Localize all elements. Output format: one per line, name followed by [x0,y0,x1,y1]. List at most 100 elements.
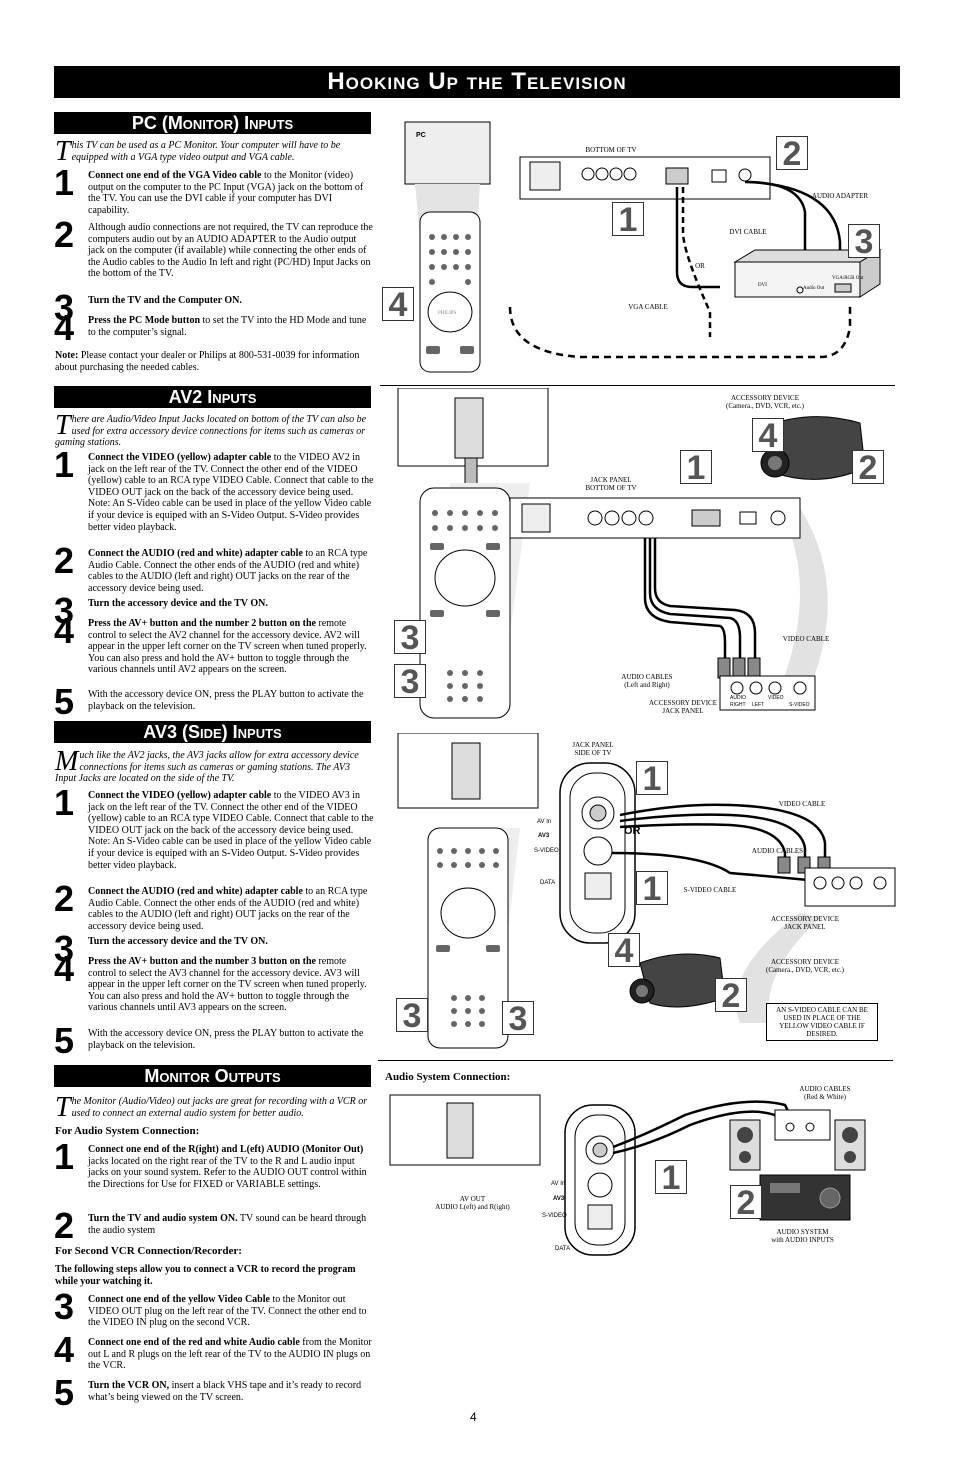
pc-intro-dropcap: T [55,136,71,167]
av2-audio-cables-label: AUDIO CABLES(Left and Right) [612,673,682,689]
step-body: Although audio connections are not requi… [88,222,373,280]
step-bold: Turn the accessory device and the TV ON. [88,598,268,609]
av2-diagram-step-1: 1 [680,450,712,485]
av3-video-cable-label: VIDEO CABLE [778,800,826,808]
diagram-step-1: 1 [612,202,644,237]
step-text: Connect the VIDEO (yellow) adapter cable… [88,790,374,871]
av3-svideo-label: S-VIDEO [534,848,559,854]
audio-av3-label: AV3 [553,1196,565,1202]
step-text: Connect one end of the yellow Video Cabl… [88,1294,374,1329]
step-bold: Press the AV+ button and the number 2 bu… [88,618,316,629]
label-line: JACK PANEL [662,707,704,715]
diagram-step-4: 4 [382,287,414,322]
step-body: TV sound can be heard through the audio … [88,1213,367,1236]
av2-diagram-step-2: 2 [852,450,884,485]
step-body: to the Monitor (video) output on the com… [88,170,364,216]
label-line: JACK PANEL [572,741,614,749]
av2-left-port-label: LEFT [752,702,765,708]
step-body: With the accessory device ON, press the … [88,689,364,712]
label-line: ACCESSORY DEVICE [730,394,799,402]
av2-inputs-heading: AV2 Inputs [54,386,371,408]
dvi-cable-label: DVI CABLE [729,228,767,236]
av2-diagram-drawing [397,387,866,719]
step-number: 2 [54,214,75,255]
step-body: jacks located on the right rear of the T… [88,1155,367,1190]
label-line: (Camera., DVD, VCR, etc.) [765,966,845,974]
label-line: ACCESSORY DEVICE [770,915,839,923]
step-text: Turn the TV and audio system ON. TV soun… [88,1213,374,1236]
pc-label: PC [416,132,426,139]
label-line: AUDIO SYSTEM [776,1228,829,1236]
av3-diagram-step-1b: 1 [636,871,668,906]
av3-diagram-step-4: 4 [608,933,640,968]
vga-rgb-port-label: VGA/RGB Out [832,276,864,281]
step-number: 4 [54,307,75,348]
av3-accessory-device-label: ACCESSORY DEVICE(Camera., DVD, VCR, etc.… [745,958,865,974]
step-body: remote control to select the AV2 channel… [88,618,367,676]
av2-connection-diagram: ACCESSORY DEVICE(Camera., DVD, VCR, etc.… [380,387,900,720]
av3-audio-cables-label: AUDIO CABLES [751,847,804,855]
step-text: Connect one end of the R(ight) and L(eft… [88,1144,374,1190]
label-line: AUDIO CABLES [799,1085,851,1093]
av2-intro-text: here are Audio/Video Input Jacks located… [55,414,367,448]
step-body: from the Monitor out L and R plugs on th… [88,1337,372,1372]
step-body: to the VIDEO AV2 in jack on the left rea… [88,452,374,533]
step-body: to an RCA type Audio Cable. Connect the … [88,886,368,932]
step-bold: Press the PC Mode button [88,315,201,326]
step-bold: Connect one end of the red and white Aud… [88,1337,300,1348]
step-body: to the Monitor out VIDEO OUT plug on the… [88,1294,367,1329]
step-number: 2 [54,1205,75,1246]
av3-av3-label: AV3 [538,833,550,839]
step-text: Connect one end of the VGA Video cable t… [88,170,374,216]
av3-diagram-step-2: 2 [715,978,747,1013]
av3-diagram-step-3a: 3 [396,998,428,1033]
step-body: remote control to select the AV3 channel… [88,956,367,1014]
av3-diagram-step-1a: 1 [636,761,668,796]
label-line: (Red & White) [804,1093,846,1101]
step-text: Although audio connections are not requi… [88,222,374,280]
monitor-intro-text: he Monitor (Audio/Video) out jacks are g… [71,1096,368,1119]
step-number: 3 [54,928,75,969]
step-number: 1 [54,162,75,203]
monitor-outputs-heading: Monitor Outputs [54,1065,371,1087]
av3-diagram-step-3b: 3 [502,1001,534,1036]
diagram-step-3: 3 [848,224,880,259]
step-number: 3 [54,590,75,631]
step-number: 5 [54,1020,75,1061]
label-line: AUDIO CABLES [621,673,673,681]
step-text: Press the AV+ button and the number 3 bu… [88,956,374,1014]
audio-adapter-label: AUDIO ADAPTER [811,192,869,200]
step-text: With the accessory device ON, press the … [88,689,374,712]
page-number: 4 [470,1410,477,1424]
or-label: OR [695,262,705,270]
step-number: 3 [54,1286,75,1327]
av2-diagram-step-4: 4 [752,418,784,453]
step-number: 4 [54,1329,75,1370]
audio-svideo-label: S-VIDEO [542,1213,567,1219]
step-body: With the accessory device ON, press the … [88,1028,364,1051]
av2-video-port-label: VIDEO [768,695,784,701]
step-bold: Turn the TV and audio system ON. [88,1213,238,1224]
audio-out-port-label: Audio Out [803,286,825,291]
step-text: Connect the AUDIO (red and white) adapte… [88,548,374,594]
step-number: 1 [54,444,75,485]
step-number: 4 [54,610,75,651]
step-body: to the VIDEO AV3 in jack on the left rea… [88,790,374,871]
vcr-intro: The following steps allow you to connect… [55,1264,356,1287]
dvi-port-label: DVI [758,283,767,288]
step-bold: Connect one end of the R(ight) and L(eft… [88,1144,364,1155]
step-number: 5 [54,681,75,722]
label-line: (Left and Right) [624,681,670,689]
step-body: to an RCA type Audio Cable. Connect the … [88,548,368,594]
step-bold: Connect the VIDEO (yellow) adapter cable [88,790,272,801]
av2-audio-port-label: AUDIO [730,695,746,701]
